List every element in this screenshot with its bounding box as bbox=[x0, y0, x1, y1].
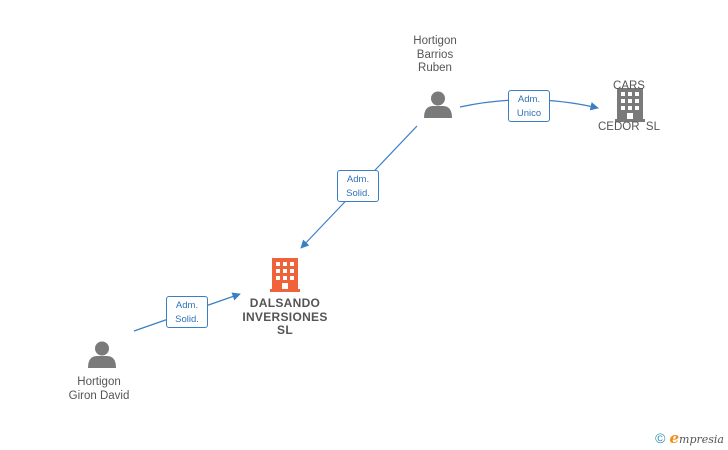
person-icon bbox=[424, 91, 452, 118]
edge-label-line: Unico bbox=[516, 108, 542, 119]
label-line: Giron David bbox=[68, 389, 130, 402]
brand-wordmark: empresia bbox=[669, 429, 724, 448]
edge-label-line: Adm. bbox=[175, 300, 199, 311]
label-line: DALSANDO bbox=[249, 296, 321, 310]
copyright-icon: © bbox=[655, 430, 666, 446]
edge-label-line: Adm. bbox=[517, 94, 541, 105]
edge-label-line: Solid. bbox=[346, 188, 370, 199]
label-line: CARS bbox=[613, 80, 645, 92]
node-label-hortigon-giron[interactable]: Hortigon Giron David bbox=[54, 376, 144, 403]
building-icon-main bbox=[270, 258, 300, 292]
label-line: Hortigon bbox=[77, 376, 121, 388]
brand-e: e bbox=[669, 428, 680, 447]
edge-label-giron-to-dalsando[interactable]: Adm. Solid. bbox=[166, 296, 208, 328]
node-label-dalsando[interactable]: DALSANDO INVERSIONES SL bbox=[230, 296, 340, 338]
label-line: SL bbox=[277, 323, 293, 337]
edge-label-barrios-to-dalsando[interactable]: Adm. Solid. bbox=[337, 170, 379, 202]
node-label-hortigon-barrios[interactable]: Hortigon Barrios Ruben bbox=[395, 35, 475, 76]
label-line: CEDOR SL bbox=[598, 120, 660, 133]
brand-logo: © empresia bbox=[655, 429, 724, 448]
label-line: Barrios bbox=[416, 48, 454, 61]
edge-label-line: Adm. bbox=[346, 174, 370, 185]
person-icon bbox=[88, 341, 116, 368]
node-label-cars-cedor[interactable]: CARS CEDOR SL bbox=[589, 53, 669, 148]
brand-rest: mpresia bbox=[679, 432, 724, 446]
edge-label-barrios-to-cars[interactable]: Adm. Unico bbox=[508, 90, 550, 122]
edge-label-line: Solid. bbox=[175, 314, 199, 325]
label-line: INVERSIONES bbox=[242, 309, 328, 324]
label-line: Hortigon bbox=[413, 35, 457, 47]
building-icon bbox=[615, 88, 645, 122]
label-line: Ruben bbox=[418, 62, 452, 74]
